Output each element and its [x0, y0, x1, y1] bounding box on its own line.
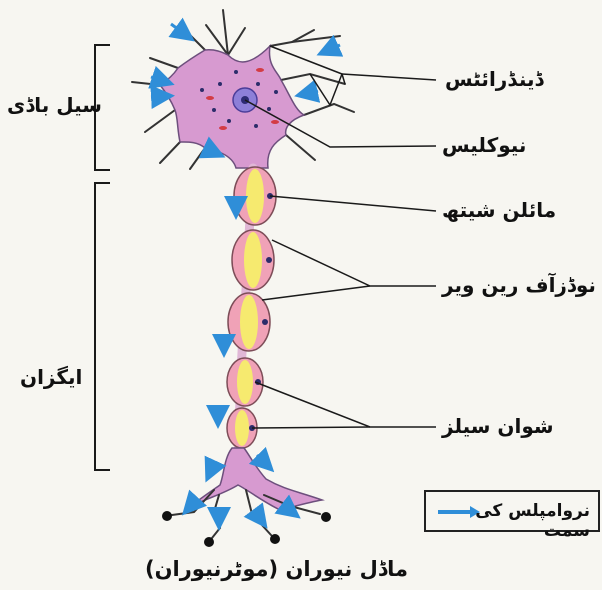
- label-nodes-of-ranvier: نوڈزآف رین ویر: [442, 273, 596, 297]
- label-dendrites: ڈینڈرائٹس: [445, 67, 543, 91]
- myelin-segment: [228, 293, 270, 351]
- cell-body-shape: [160, 46, 304, 168]
- myelin-segment: [234, 167, 276, 225]
- label-cell-body: سیل باڈی: [7, 93, 102, 117]
- label-axon: ایگزان: [20, 365, 82, 389]
- myelin-segment: [232, 230, 274, 290]
- axon-terminals: [162, 448, 331, 547]
- axon-bracket: [95, 183, 110, 470]
- legend-box: نروامپلس کی سمت: [424, 490, 600, 532]
- myelin-segment: [227, 358, 263, 406]
- legend-impulse-label: نروامپلس کی سمت: [426, 501, 590, 541]
- label-myelin-sheath: مائلن شیتھ: [442, 198, 556, 222]
- myelin-sheath-segments: [227, 167, 276, 448]
- label-nucleus: نیوکلیس: [442, 133, 526, 157]
- diagram-caption: ماڈل نیوران (موٹرنیوران): [145, 557, 408, 581]
- label-schwann-cells: شوان سیلز: [442, 414, 554, 438]
